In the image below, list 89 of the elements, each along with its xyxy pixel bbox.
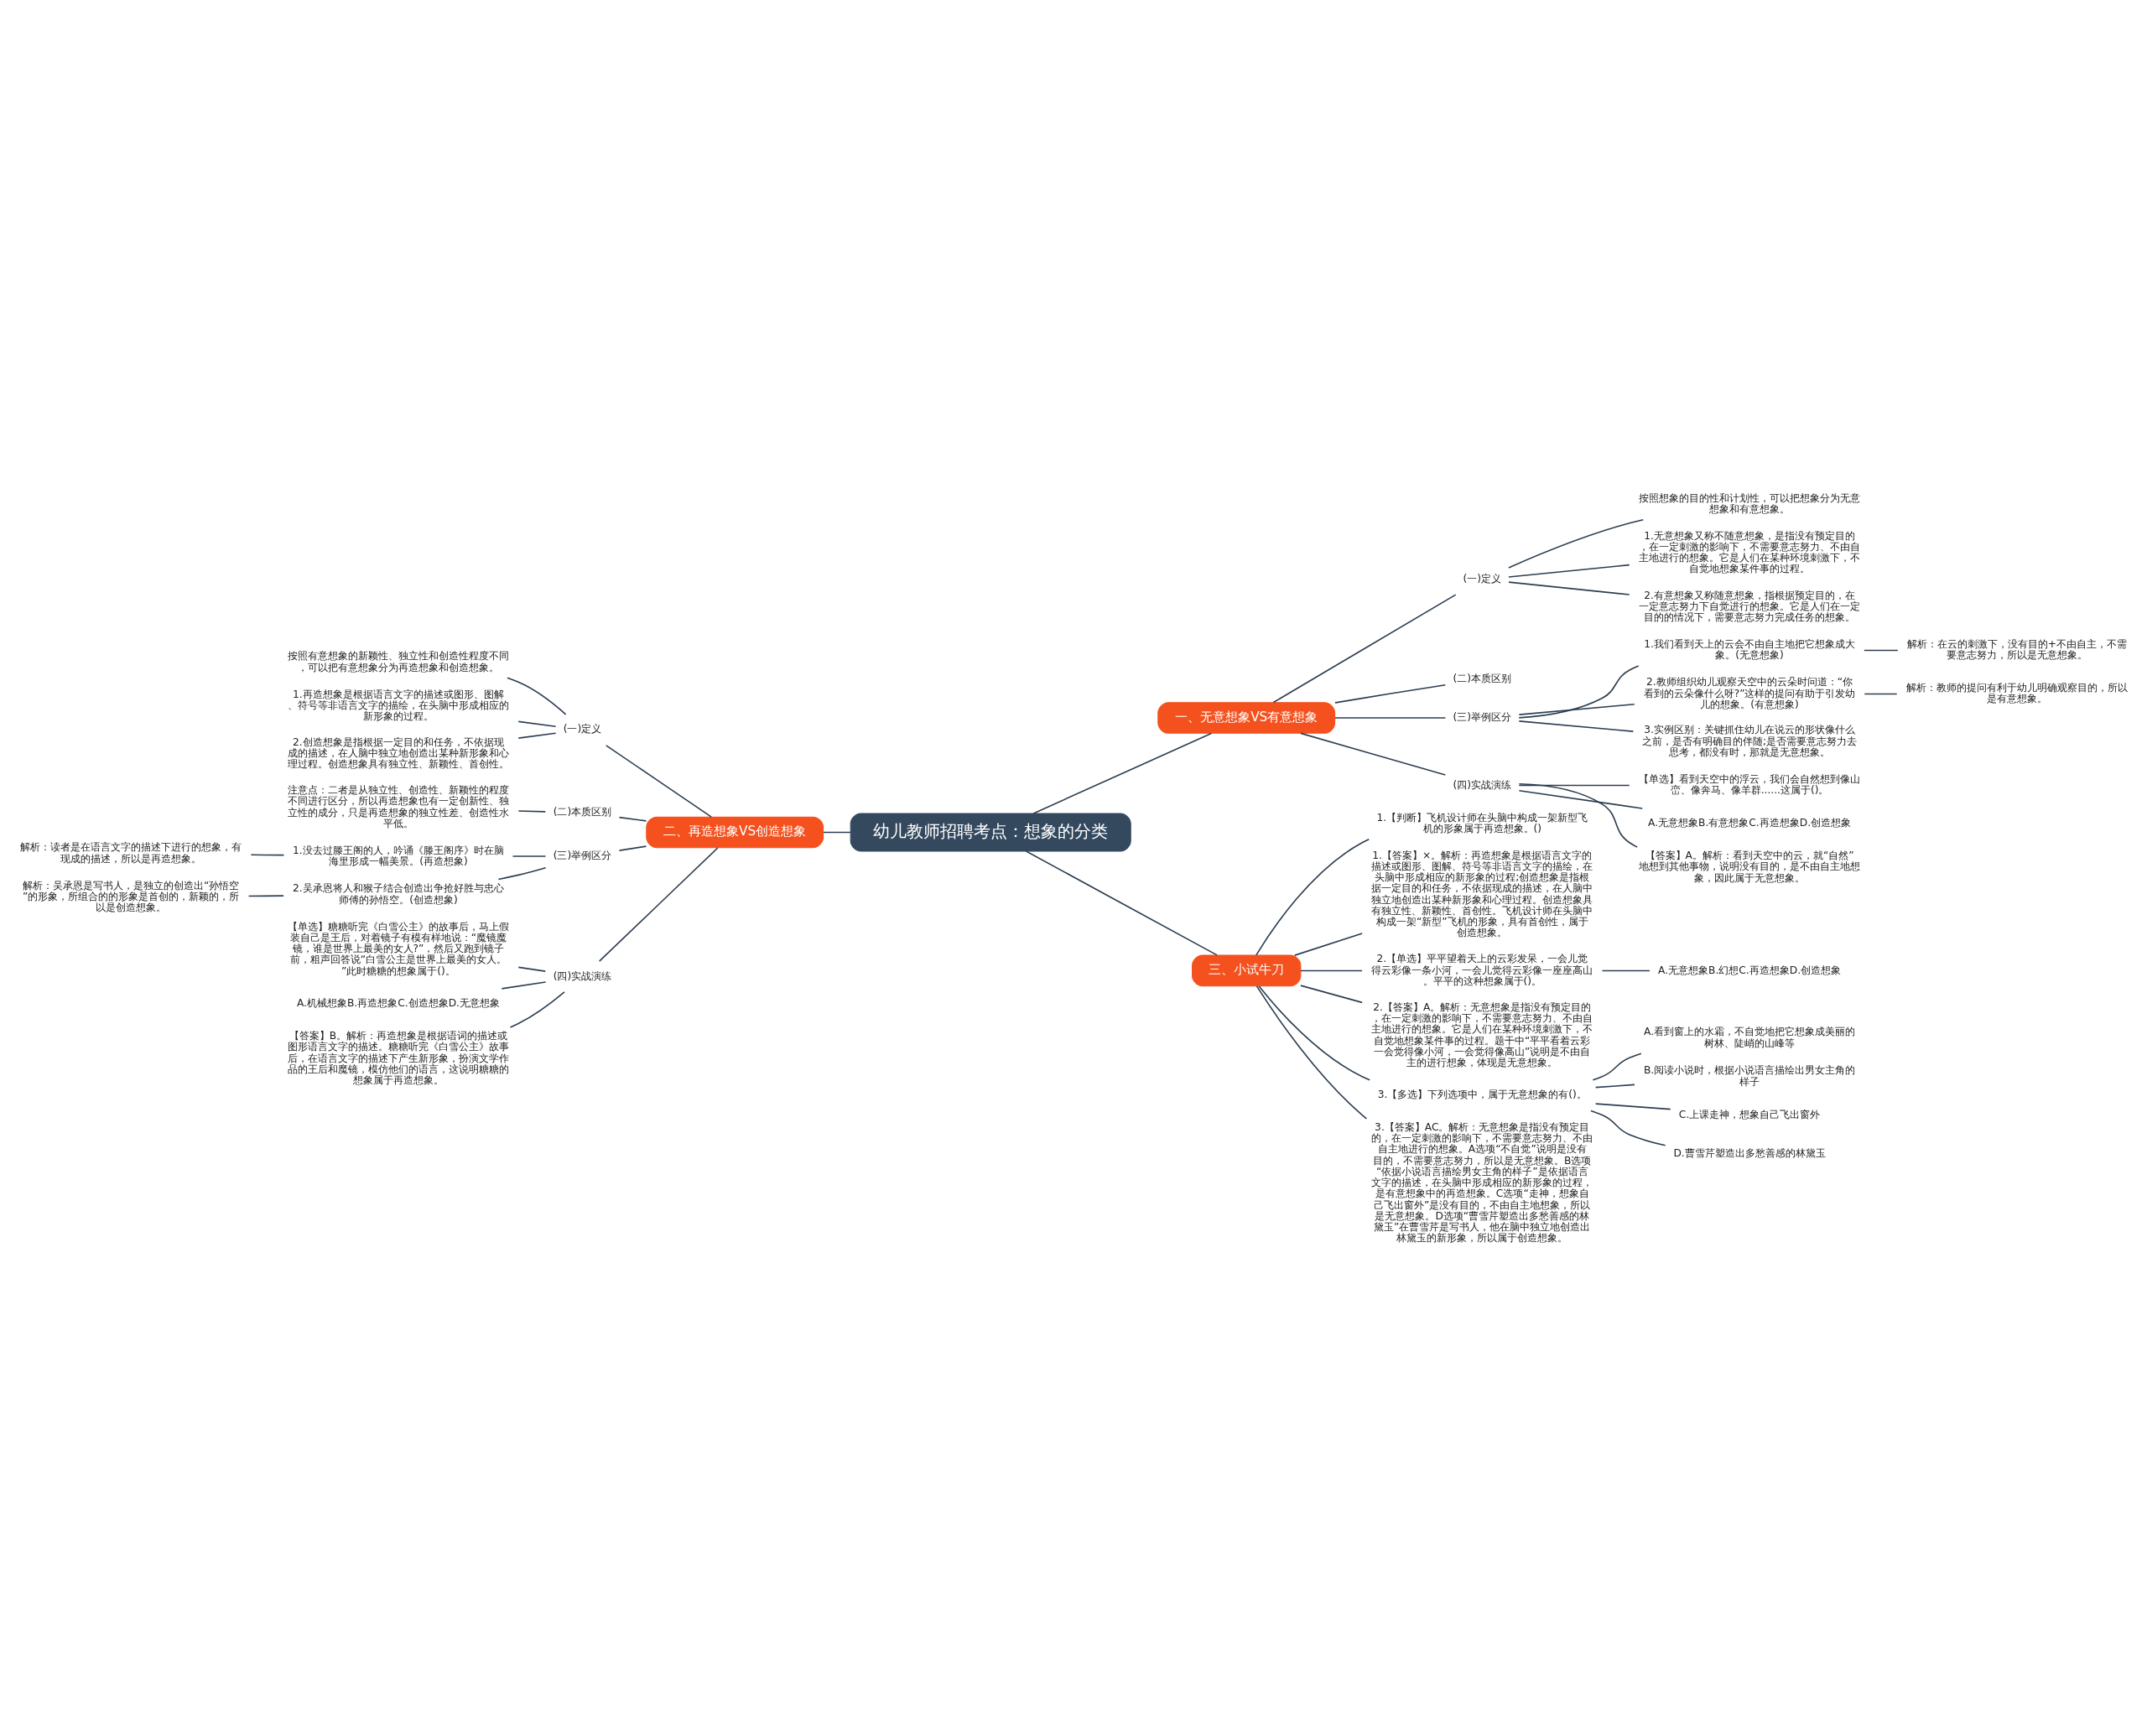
node-text: 1.【判断】飞机设计师在头脑中构成一架新型飞机的形象属于再造想象。() <box>1375 811 1588 834</box>
connector <box>618 845 647 851</box>
connector <box>1518 703 1635 715</box>
connector <box>1255 985 1367 1120</box>
node-text: C.上课走神，想象自己飞出窗外 <box>1678 1108 1820 1120</box>
connector <box>598 846 719 962</box>
node-text: A.看到窗上的水霜，不自觉地把它想象成美丽的树林、陡峭的山峰等 <box>1643 1025 1855 1049</box>
node-text: 2.创造想象是指根据一定目的和任务，不依据现成的描述，在人脑中独立地创造出某种新形象和心理过程。创造想象具有独立性、新颖性、首创性。 <box>287 735 509 770</box>
node-text: (一)定义 <box>1463 572 1501 585</box>
connector <box>1333 716 1446 719</box>
node-text: 3.【多选】下列选项中，属于无意想象的有()。 <box>1377 1088 1587 1100</box>
node-text: 解析：读者是在语言文字的描述下进行的想象，有现成的描述，所以是再造想象。 <box>19 840 242 865</box>
connector <box>1333 683 1446 704</box>
connector <box>1594 1084 1635 1088</box>
node-box: 三、小试牛刀 <box>1191 954 1301 986</box>
node-text: 注意点：二者是从独立性、创造性、新颖性的程度不同进行区分，所以再造想象也有一定创新性、独立性的成分，只是再造想象的独立性差、创造性水平低。 <box>287 783 509 829</box>
node-text: 2.有意想象又称随意想象，指根据预定目的，在一定意志努力下自觉进行的想象。它是人们在一定目的的情况下，需要意志努力完成任务的想象。 <box>1638 589 1860 623</box>
connector <box>1299 984 1363 1003</box>
connector <box>250 854 284 855</box>
connector <box>1032 732 1212 814</box>
node-text: 1.没去过滕王阁的人，吟诵《滕王阁序》时在脑海里形成一幅美景。(再造想象) <box>292 844 504 867</box>
node-text: 按照有意想象的新颖性、独立性和创造性程度不同，可以把有意想象分为再造想象和创造想象。 <box>287 649 509 673</box>
connector <box>1272 593 1457 703</box>
connector <box>1518 789 1643 809</box>
node-text: 解析：吴承恩是写书人，是独立的创造出“孙悟空”的形象，所组合的的形象是首创的，新颖的，所以是创造想象。 <box>22 879 239 913</box>
connector <box>517 966 546 972</box>
node-text: 【答案】A。解析：看到天空中的云，就“自然”地想到其他事物，说明没有目的，是不由自主地想象，因此属于无意想象。 <box>1638 849 1860 884</box>
node-text: 3.实例区别：关键抓住幼儿在说云的形状像什么之前，是否有明确目的伴随;是否需要意志努力去思考，都没有时，那就是无意想象。 <box>1641 723 1857 758</box>
node-text: 解析：在云的刺激下，没有目的+不由自主，不需要意志努力，所以是无意想象。 <box>1906 637 2127 661</box>
node-text: (一)定义 <box>563 722 601 735</box>
node-text: A.机械想象B.再造想象C.创造想象D.无意想象 <box>296 996 500 1009</box>
connector <box>1258 985 1370 1081</box>
node-text: 解析：教师的提问有利于幼儿明确观察目的，所以是有意想象。 <box>1905 681 2128 704</box>
connector <box>1025 850 1218 956</box>
connector <box>1601 969 1651 971</box>
node-text: 2.吴承恩将人和猴子结合创造出争抢好胜与忠心师傅的孙悟空。(创造想象) <box>292 881 504 906</box>
connector <box>1299 732 1446 776</box>
connector <box>1518 782 1638 848</box>
node-text: D.曹雪芹塑造出多愁善感的林黛玉 <box>1672 1146 1826 1159</box>
node-box: 幼儿教师招聘考点：想象的分类 <box>850 813 1131 851</box>
node-text: (三)举例区分 <box>1453 710 1511 723</box>
node-text: (二)本质区别 <box>1453 672 1511 684</box>
connector <box>1518 720 1634 732</box>
connector <box>517 731 556 739</box>
node-text: A.无意想象B.幻想C.再造想象D.创造想象 <box>1657 964 1841 976</box>
node-text: (四)实战演练 <box>1453 778 1511 791</box>
connector <box>509 990 565 1028</box>
node-text: 1.【答案】×。解析：再造想象是根据语言文字的描述或图形、图解、符号等非语言文字的描绘，在头脑中形成相应的新形象的过程;创造想象是指根据一定目的和任务，不依据现成的描述，在人脑中独立地创造出某种新形象和心理过程。创造想象具有独立性、新颖性、首创性。飞机设计师在头脑中构成一架“新型”飞机的形象，具有首创性，属于创造想象。 <box>1370 849 1593 938</box>
connector <box>497 866 546 880</box>
node-text: 按照想象的目的性和计划性，可以把想象分为无意想象和有意想象。 <box>1638 491 1860 515</box>
node-text: 3.【答案】AC。解析：无意想象是指没有预定目的，在一定刺激的影响下，不需要意志努力、不由自主地进行的想象。A选项“不自觉”说明是没有目的，不需要意志努力，所以是无意想象。B选项“依据小说语言描绘男女主角的样子”是依据语言文字的描述，在头脑中形成相应的新形象的过程，是有意想象中的再造想象。C选项“走神，想象自己飞出窗外”是没有目的，不由自主地想象，所以是无意想象。D选项“曹雪芹塑造出多愁善感的林黛玉”在曹雪芹是写书人，他在脑中独立地创造出林黛玉的新形象，所以属于创造想象。 <box>1370 1120 1593 1244</box>
connector <box>517 720 556 727</box>
node-text: B.阅读小说时，根据小说语言描绘出男女主角的样子 <box>1643 1063 1855 1088</box>
connector <box>1507 564 1630 578</box>
node-box: 二、再造想象VS创造想象 <box>645 816 824 848</box>
node-text: (三)举例区分 <box>553 849 611 861</box>
connector <box>1507 580 1630 595</box>
node-text: 【答案】B。解析：再造想象是根据语词的描述或图形语言文字的描述。糖糖听完《白雪公主》故事后，在语言文字的描述下产生新形象，扮演文学作品的王后和魔镜，模仿他们的语言，这说明糖糖的想象属于再造想象。 <box>287 1029 509 1086</box>
node-text: (二)本质区别 <box>553 805 611 818</box>
connector <box>1517 664 1639 719</box>
connector <box>247 894 284 897</box>
connector <box>1863 693 1898 694</box>
connector <box>517 809 546 813</box>
connector <box>1518 784 1630 786</box>
connector <box>1592 1052 1642 1081</box>
node-text: 1.再造想象是根据语言文字的描述或图形、图解、符号等非语言文字的描绘，在头脑中形成相应的新形象的过程。 <box>287 688 509 722</box>
connector <box>618 816 647 822</box>
connector <box>1255 838 1370 956</box>
connector <box>1299 969 1363 971</box>
node-text: A.无意想象B.有意想象C.再造想象D.创造想象 <box>1647 816 1851 829</box>
node-text: 2.【答案】A。解析：无意想象是指没有预定目的，在一定刺激的影响下，不需要意志努力、不由自主地进行的想象。它是人们在某种环境刺激下，不自觉地想象某件事的过程。题干中“平平看着云彩一会觉得像小河，一会觉得像高山”说明是不由自主的进行想象，体现是无意想象。 <box>1370 1001 1593 1068</box>
node-text: 1.无意想象又称不随意想象，是指没有预定目的，在一定刺激的影响下，不需要意志努力、不由自主地进行的想象。它是人们在某种环境刺激下，不自觉地想象某件事的过程。 <box>1638 529 1860 574</box>
connector <box>1589 1110 1666 1146</box>
node-text: (四)实战演练 <box>553 969 611 982</box>
node-box: 一、无意想象VS有意想象 <box>1157 701 1335 734</box>
connector <box>605 744 712 818</box>
node-text: 2.教师组织幼儿观察天空中的云朵时问道：“你看到的云朵像什么呀?”这样的提问有助于引发幼儿的想象。(有意想象) <box>1643 675 1855 710</box>
node-text: 【单选】糖糖听完《白雪公主》的故事后，马上假装自己是王后，对着镜子有模有样地说：“魔镜魔镜，谁是世界上最美的女人?”，然后又跑到镜子前，粗声回答说“白雪公主是世界上最美的女人。”此时糖糖的想象属于()。 <box>287 920 509 977</box>
connector <box>1594 1102 1671 1110</box>
connector <box>501 980 546 990</box>
node-text: 2.【单选】平平望着天上的云彩发呆，一会儿觉得云彩像一条小河，一会儿觉得云彩像一座座高山。平平的这种想象属于()。 <box>1370 952 1593 987</box>
connector <box>1507 518 1644 569</box>
connector <box>506 676 566 715</box>
connector <box>822 831 851 833</box>
node-text: 1.我们看到天上的云会不由自主地把它想象成大象。(无意想象) <box>1643 637 1855 661</box>
connector <box>512 855 546 857</box>
connector <box>1293 932 1363 956</box>
node-text: 【单选】看到天空中的浮云，我们会自然想到像山峦、像奔马、像羊群......这属于()。 <box>1638 772 1860 796</box>
connector <box>1863 649 1899 651</box>
